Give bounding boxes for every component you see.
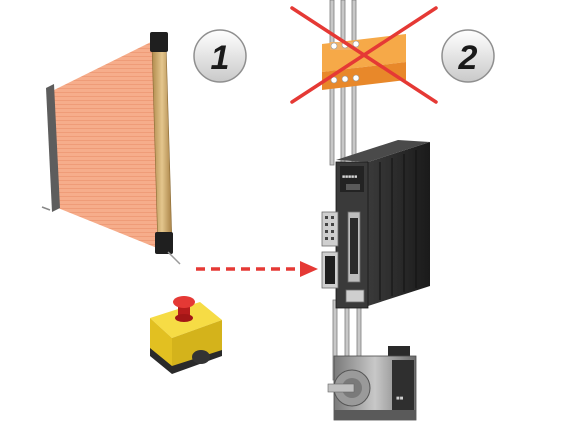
step-2-badge: 2	[441, 29, 495, 83]
safety-signal-arrow	[196, 261, 318, 277]
servo-motor-icon: ■■	[327, 346, 417, 421]
servo-drive-icon: ■■■■■	[321, 140, 430, 309]
safety-light-curtain-icon	[41, 32, 181, 265]
removed-cross-icon	[290, 6, 438, 104]
safety-contactor-icon	[322, 34, 406, 90]
svg-text:■■■■■: ■■■■■	[342, 174, 357, 180]
step-1-badge: 1	[193, 29, 247, 83]
svg-text:■■: ■■	[396, 396, 404, 402]
step-1-label: 1	[211, 39, 230, 77]
emergency-stop-button-icon	[150, 296, 222, 374]
step-2-label: 2	[458, 39, 478, 77]
